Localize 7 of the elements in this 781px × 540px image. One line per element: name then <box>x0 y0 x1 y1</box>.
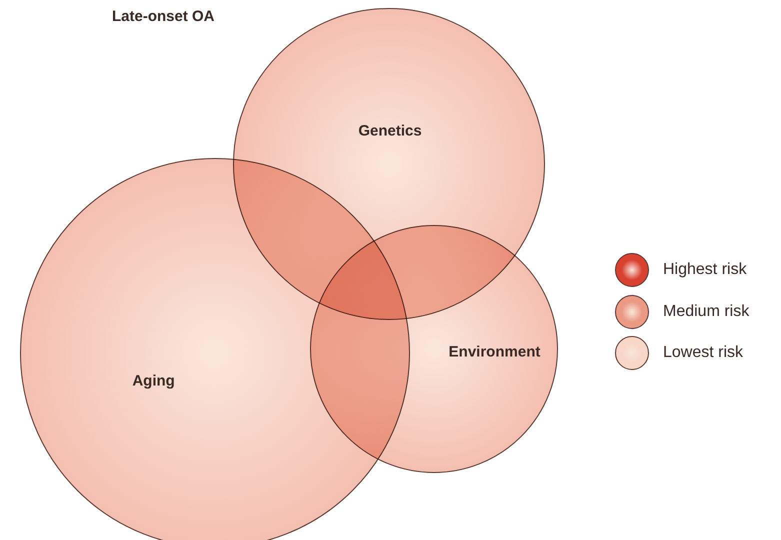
diagram-title: Late-onset OA <box>112 8 215 25</box>
legend-label: Lowest risk <box>663 344 744 362</box>
circle-label: Environment <box>448 344 540 361</box>
circle-label: Aging <box>132 372 175 390</box>
legend-label: Highest risk <box>663 261 747 279</box>
legend-label: Medium risk <box>663 302 750 320</box>
circle-label: Genetics <box>358 122 422 140</box>
